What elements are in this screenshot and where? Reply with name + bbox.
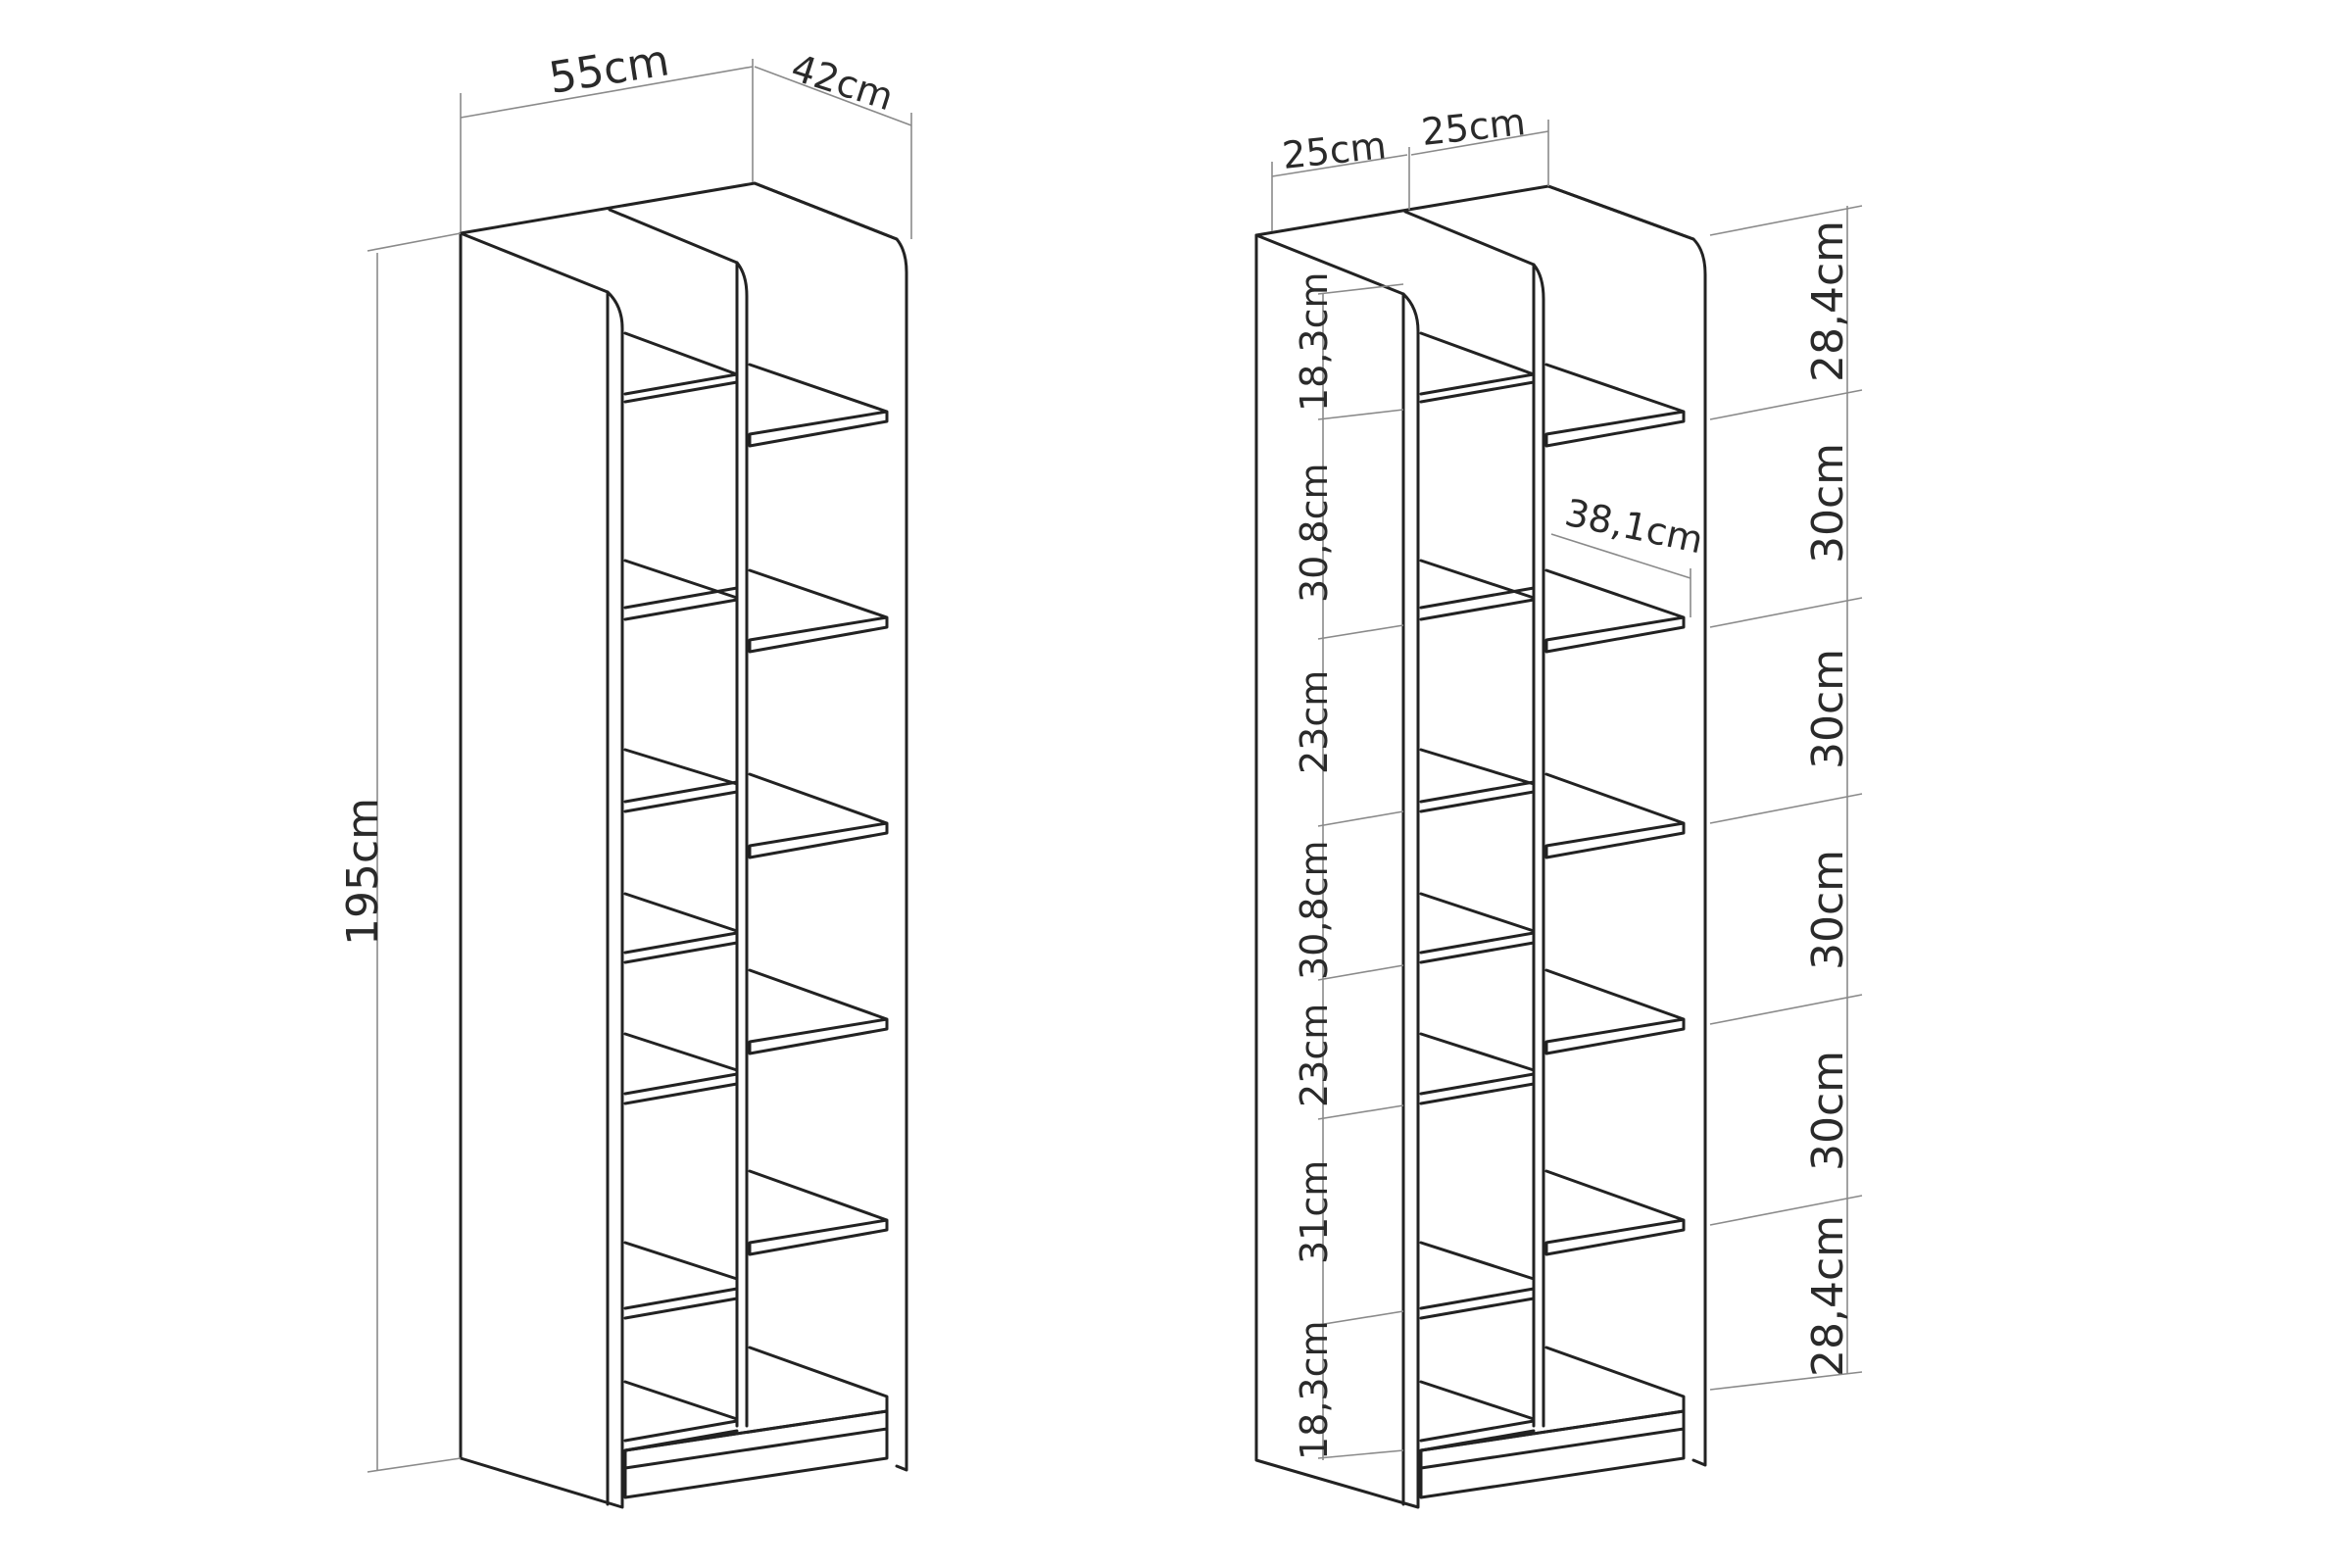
right-view-left-shelves [1419, 331, 1536, 1452]
svg-text:18,3cm: 18,3cm [1293, 271, 1336, 412]
left-top-back-edge [459, 181, 899, 241]
svg-text:30cm: 30cm [1803, 649, 1853, 769]
shelf-depth-label: 38,1cm [1561, 491, 1707, 563]
right-front-side-panel [1254, 233, 1420, 1509]
svg-text:28,4cm: 28,4cm [1803, 1215, 1853, 1377]
svg-text:18,3cm: 18,3cm [1293, 1320, 1336, 1460]
compartment-width-left-label: 25cm [1280, 123, 1388, 177]
right-plinth [1419, 1409, 1686, 1499]
svg-text:31cm: 31cm [1293, 1160, 1336, 1264]
height-label: 195cm [338, 798, 388, 946]
compartment-width-right-label: 25cm [1419, 100, 1527, 154]
left-column-gaps: 18,3cm 30,8cm 23cm 30,8cm 23cm 31cm 18,3… [1293, 271, 1404, 1460]
left-plinth [623, 1409, 889, 1499]
svg-text:23cm: 23cm [1293, 1004, 1336, 1107]
left-back-side-panel [753, 181, 908, 1472]
right-top-back-edge [1254, 184, 1695, 241]
svg-text:30cm: 30cm [1803, 1051, 1853, 1171]
right-column-gaps: 28,4cm 30cm 30cm 30cm 30cm 28,4cm [1709, 205, 1863, 1391]
width-label: 55cm [546, 35, 673, 104]
svg-text:28,4cm: 28,4cm [1803, 220, 1853, 382]
depth-dim-line [754, 66, 912, 126]
left-front-side-panel [459, 231, 624, 1509]
width-dim-line [460, 66, 754, 119]
svg-text:30,8cm: 30,8cm [1293, 840, 1336, 980]
right-back-side-panel [1546, 184, 1707, 1467]
svg-text:30cm: 30cm [1803, 443, 1853, 564]
depth-label: 42cm [786, 46, 899, 120]
left-shelf-view [459, 181, 908, 1509]
left-dimensions: 55cm 42cm 195cm [338, 35, 912, 1473]
svg-text:30,8cm: 30,8cm [1293, 463, 1336, 603]
svg-text:23cm: 23cm [1293, 670, 1336, 774]
left-compartment-shelves [623, 331, 739, 1452]
right-dimensions: 25cm 25cm 38,1cm 18,3cm 30,8cm 23cm 30,8… [1271, 100, 1863, 1460]
svg-text:30cm: 30cm [1803, 850, 1853, 970]
